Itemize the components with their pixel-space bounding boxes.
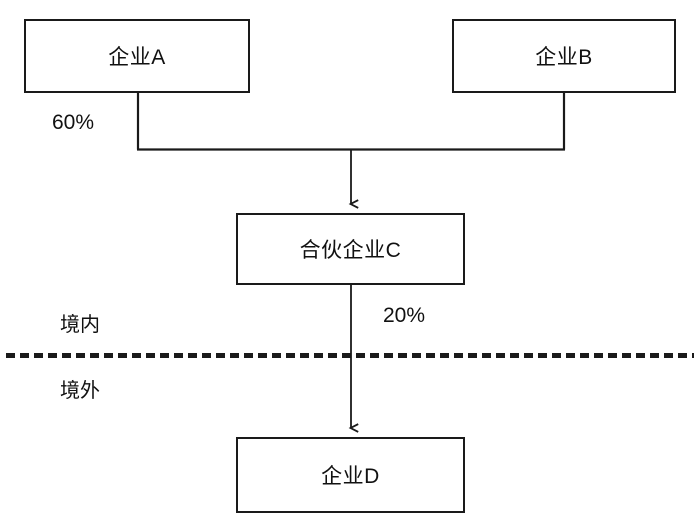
edge-label-c-to-d: 20% [383, 304, 426, 327]
node-box-d[interactable]: 企业D [236, 437, 465, 513]
region-label-offshore: 境外 [60, 380, 100, 402]
node-box-c[interactable]: 合伙企业C [236, 213, 465, 285]
node-label-c: 合伙企业C [299, 239, 402, 262]
node-label-d: 企业D [321, 465, 380, 488]
region-label-domestic: 境内 [60, 314, 100, 336]
node-label-a: 企业A [108, 46, 166, 69]
node-box-a[interactable]: 企业A [24, 19, 250, 93]
node-label-b: 企业B [535, 46, 593, 69]
node-box-b[interactable]: 企业B [452, 19, 676, 93]
edge-label-a-to-c: 60% [52, 111, 95, 134]
